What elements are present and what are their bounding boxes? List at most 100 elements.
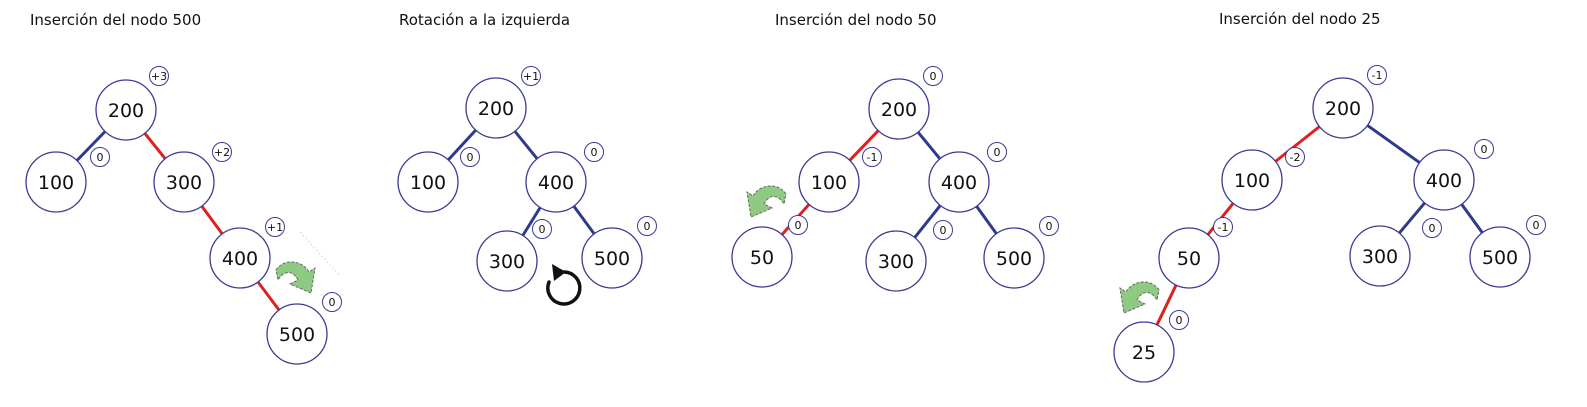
node-circle — [1469, 226, 1531, 288]
tree-edge — [572, 205, 596, 235]
tree-node: 100 — [1221, 149, 1283, 211]
balance-factor-badge: 0 — [90, 147, 110, 167]
node-value: 50 — [1177, 248, 1201, 270]
balance-factor: 0 — [930, 70, 937, 83]
badge-circle — [1474, 139, 1494, 159]
node-circle — [397, 151, 459, 213]
tree-node: 200 — [465, 77, 527, 139]
tree-edge — [75, 130, 107, 162]
node-circle — [1349, 225, 1411, 287]
node-value: 50 — [750, 247, 774, 269]
balance-factor: -1 — [1372, 69, 1383, 82]
tree-edge — [975, 205, 998, 235]
tree-edge — [913, 204, 942, 239]
node-value: 100 — [811, 172, 847, 194]
badge-circle — [265, 217, 285, 237]
node-circle — [525, 151, 587, 213]
node-circle — [25, 151, 87, 213]
balance-factor: 0 — [1429, 222, 1436, 235]
balance-factor: -2 — [1290, 151, 1301, 164]
badge-circle — [1039, 216, 1059, 236]
tree-edge — [848, 129, 880, 162]
tree-node: 200 — [1312, 77, 1374, 139]
tree-edge — [256, 281, 281, 311]
node-circle — [209, 227, 271, 289]
node-value: 400 — [941, 172, 977, 194]
badge-circle — [923, 66, 943, 86]
balance-factor-badge: 0 — [460, 147, 480, 167]
balance-factor: 0 — [1046, 220, 1053, 233]
balance-factor-badge: 0 — [923, 66, 943, 86]
balance-factor: 0 — [644, 220, 651, 233]
node-value: 200 — [881, 99, 917, 121]
node-value: 100 — [1234, 170, 1270, 192]
balance-factor-badge: 0 — [933, 220, 953, 240]
badge-circle — [532, 219, 552, 239]
badge-circle — [90, 147, 110, 167]
guide-line — [299, 231, 341, 277]
node-value: 200 — [108, 100, 144, 122]
balance-factor: 0 — [329, 296, 336, 309]
badge-circle — [1285, 147, 1305, 167]
tree-edge — [916, 131, 942, 160]
balance-factor-badge: -2 — [1285, 147, 1305, 167]
balance-factor-badge: 0 — [987, 142, 1007, 162]
badge-circle — [1526, 215, 1546, 235]
balance-factor-badge: -1 — [1367, 65, 1387, 85]
balance-factor: 0 — [97, 151, 104, 164]
tree-node: 50 — [731, 226, 793, 288]
node-circle — [153, 151, 215, 213]
node-circle — [1413, 149, 1475, 211]
node-circle — [798, 151, 860, 213]
balance-factor-badge: 0 — [322, 292, 342, 312]
panel-2-edges — [447, 129, 596, 237]
balance-factor-badge: +1 — [265, 217, 285, 237]
curved-arrow-left-icon — [1119, 281, 1160, 314]
tree-node: 100 — [397, 151, 459, 213]
node-circle — [266, 303, 328, 365]
balance-factor-badge: 0 — [788, 215, 808, 235]
balance-factor-badge: -1 — [1213, 217, 1233, 237]
balance-factor-badge: 0 — [584, 142, 604, 162]
node-circle — [1221, 149, 1283, 211]
badge-circle — [521, 66, 541, 86]
node-circle — [865, 230, 927, 292]
balance-factor-badge: 0 — [1526, 215, 1546, 235]
tree-node: 300 — [1349, 225, 1411, 287]
curved-arrow-right-icon — [275, 261, 316, 294]
tree-node: 50 — [1158, 227, 1220, 289]
tree-node: 500 — [266, 303, 328, 365]
balance-factor-badge: +3 — [149, 66, 169, 86]
curved-arrow-left-icon — [746, 185, 787, 218]
tree-node: 300 — [865, 230, 927, 292]
tree-node: 400 — [525, 151, 587, 213]
node-value: 400 — [222, 248, 258, 270]
tree-node: 500 — [983, 227, 1045, 289]
node-circle — [95, 79, 157, 141]
tree-node: 400 — [1413, 149, 1475, 211]
tree-edge — [1274, 125, 1321, 163]
node-value: 400 — [538, 172, 574, 194]
panel-1-edges — [75, 130, 281, 311]
node-value: 100 — [410, 172, 446, 194]
node-value: 300 — [878, 251, 914, 273]
node-circle — [928, 151, 990, 213]
badge-circle — [637, 216, 657, 236]
balance-factor-badge: 0 — [1169, 310, 1189, 330]
balance-factor-badge: 0 — [1039, 216, 1059, 236]
tree-node: 400 — [209, 227, 271, 289]
tree-node: 300 — [153, 151, 215, 213]
balance-factor: 0 — [994, 146, 1001, 159]
node-circle — [1113, 321, 1175, 383]
node-value: 300 — [166, 172, 202, 194]
balance-factor: +1 — [267, 221, 283, 234]
tree-node: 200 — [868, 78, 930, 140]
badge-circle — [322, 292, 342, 312]
panel-4-edges — [1155, 124, 1484, 326]
balance-factor-badge: 0 — [637, 216, 657, 236]
tree-edge — [200, 205, 224, 235]
